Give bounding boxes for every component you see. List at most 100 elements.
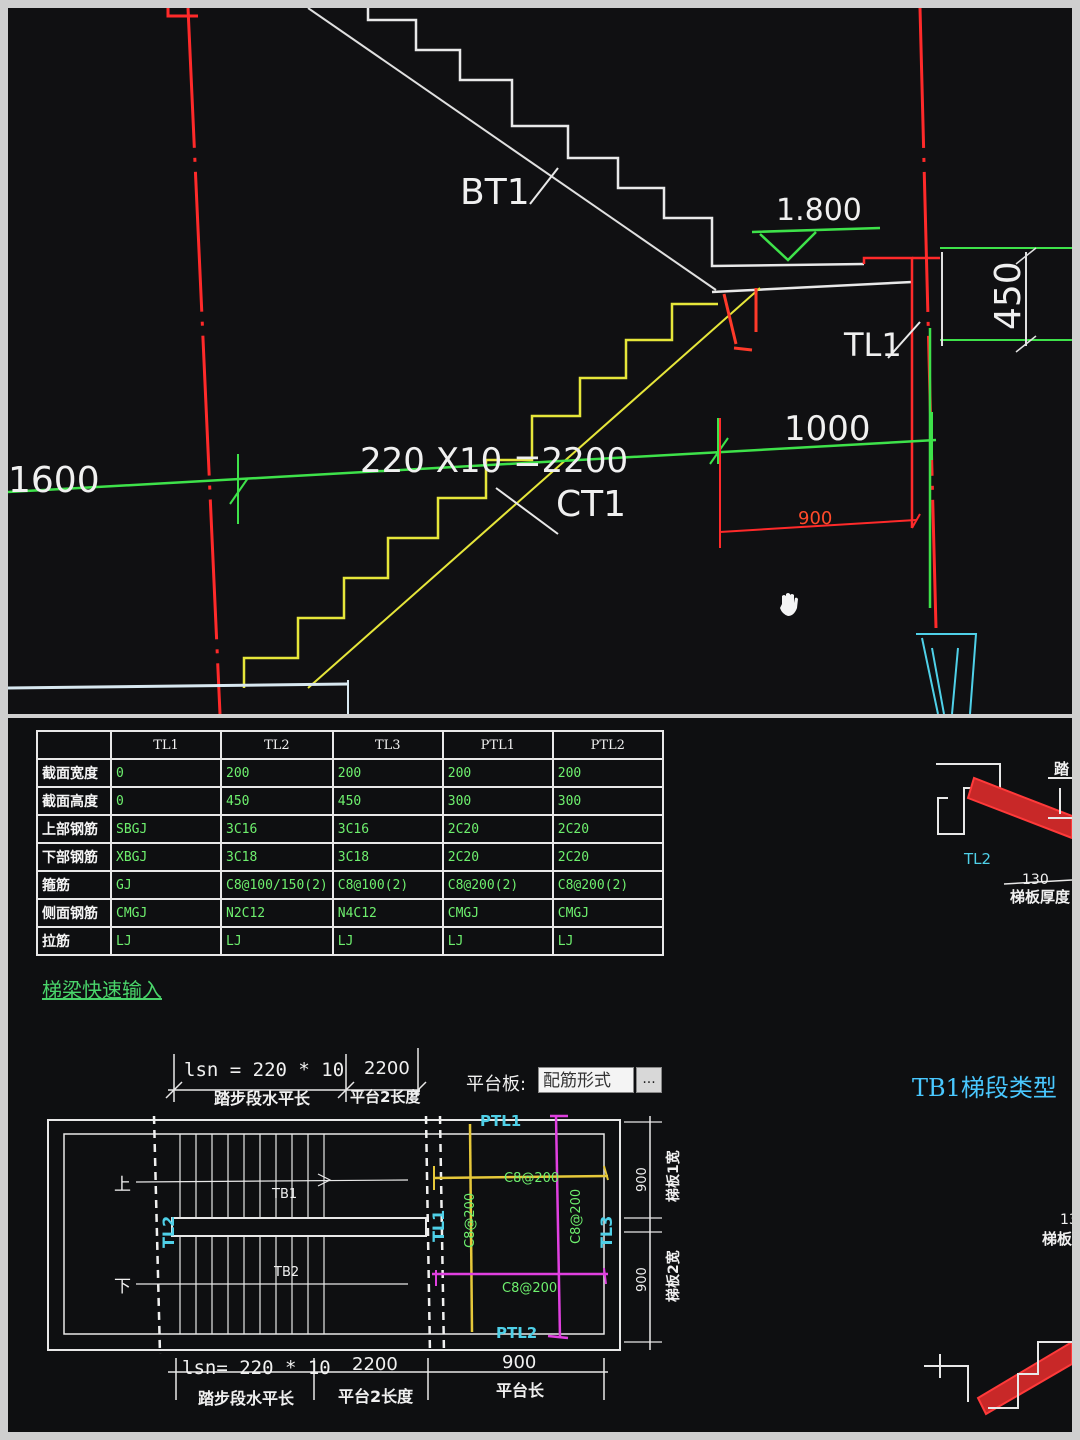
beam-parameter-table: TL1 TL2 TL3 PTL1 PTL2 截面宽度 0 200 200 200… bbox=[36, 730, 664, 956]
table-cell[interactable]: SBGJ bbox=[110, 814, 222, 844]
dim-left-label: 1600 bbox=[8, 460, 100, 501]
tb1-label: TB1 bbox=[271, 1187, 297, 1202]
table-cell[interactable]: CMGJ bbox=[551, 898, 664, 928]
table-cell[interactable]: 3C18 bbox=[220, 842, 334, 872]
stair-parameter-dialog[interactable]: TL1 TL2 TL3 PTL1 PTL2 截面宽度 0 200 200 200… bbox=[8, 718, 1072, 1432]
table-cell[interactable]: C8@200(2) bbox=[441, 870, 554, 900]
table-row: 截面高度 0 450 450 300 300 bbox=[36, 786, 664, 816]
side-board-label: 梯板 bbox=[1042, 1230, 1072, 1248]
lower-flight-soffit bbox=[307, 287, 761, 689]
side-13-label: 13 bbox=[1060, 1212, 1072, 1228]
platform-board-more-button[interactable]: ... bbox=[636, 1067, 662, 1093]
hand-cursor-icon bbox=[780, 593, 798, 616]
tl3-label: TL3 bbox=[597, 1216, 616, 1248]
table-cell[interactable]: 200 bbox=[441, 758, 554, 788]
table-cell[interactable]: 2C20 bbox=[441, 814, 554, 844]
dimension-line-main bbox=[8, 438, 937, 494]
stair-section-drawing[interactable]: BT1 CT1 TL1 1.800 450 1000 900 220 X10 =… bbox=[8, 8, 1072, 714]
bottom-lsn-caption: 踏步段水平长 bbox=[198, 1389, 295, 1408]
dim-900-width2: 900 bbox=[635, 1267, 650, 1292]
table-header-cell bbox=[36, 730, 112, 760]
table-cell[interactable]: 2C20 bbox=[551, 814, 664, 844]
bottom-platform2-length: 2200 bbox=[352, 1354, 398, 1375]
table-cell[interactable]: GJ bbox=[110, 870, 222, 900]
stair-outer-wall bbox=[47, 1119, 621, 1351]
axis-line-left bbox=[186, 8, 222, 714]
elevation-symbol bbox=[751, 226, 881, 262]
section-canvas: BT1 CT1 TL1 1.800 450 1000 900 220 X10 =… bbox=[8, 8, 1072, 714]
table-row: 侧面钢筋 CMGJ N2C12 N4C12 CMGJ CMGJ bbox=[36, 898, 664, 928]
table-row: 上部钢筋 SBGJ 3C16 3C16 2C20 2C20 bbox=[36, 814, 664, 844]
table-cell[interactable]: 2C20 bbox=[441, 842, 554, 872]
rebar-right-label: C8@200 bbox=[569, 1189, 584, 1244]
table-cell[interactable]: 2C20 bbox=[551, 842, 664, 872]
table-cell[interactable]: 0 bbox=[110, 758, 222, 788]
table-cell[interactable]: C8@100(2) bbox=[331, 870, 444, 900]
table-header-cell: PTL2 bbox=[551, 730, 664, 760]
platform-board-label: 平台板: bbox=[466, 1074, 527, 1095]
table-cell[interactable]: 200 bbox=[551, 758, 664, 788]
width1-caption: 梯板1宽 bbox=[665, 1150, 682, 1202]
upper-flight-steps bbox=[366, 8, 865, 268]
table-header-cell: TL2 bbox=[220, 730, 334, 760]
table-cell[interactable]: 450 bbox=[331, 786, 444, 816]
top-platform-caption: 平台2长度 bbox=[350, 1088, 421, 1106]
top-lsn-caption: 踏步段水平长 bbox=[214, 1089, 311, 1108]
table-cell[interactable]: 300 bbox=[441, 786, 554, 816]
table-cell[interactable]: LJ bbox=[220, 926, 334, 956]
table-cell[interactable]: LJ bbox=[110, 926, 222, 956]
row-label: 截面宽度 bbox=[36, 758, 112, 788]
table-cell[interactable]: C8@200(2) bbox=[551, 870, 664, 900]
up-label: 上 bbox=[114, 1175, 131, 1195]
top-lsn-text: lsn = 220 * 10 bbox=[184, 1059, 344, 1081]
row-label: 上部钢筋 bbox=[36, 814, 112, 844]
bt1-label: BT1 bbox=[460, 172, 530, 213]
table-row: 截面宽度 0 200 200 200 200 bbox=[36, 758, 664, 788]
dim-1000-label: 1000 bbox=[784, 409, 871, 449]
table-cell[interactable]: CMGJ bbox=[110, 898, 222, 928]
tl1-plan-label: TL1 bbox=[429, 1210, 448, 1242]
table-cell[interactable]: N4C12 bbox=[331, 898, 444, 928]
table-cell[interactable]: 3C16 bbox=[220, 814, 334, 844]
table-cell[interactable]: N2C12 bbox=[220, 898, 334, 928]
ptl1-label: PTL1 bbox=[480, 1112, 521, 1130]
table-cell[interactable]: 3C16 bbox=[331, 814, 444, 844]
bottom-platform-length: 900 bbox=[502, 1352, 536, 1373]
quick-input-link[interactable]: 梯梁快速输入 bbox=[42, 978, 162, 1002]
table-cell[interactable]: 450 bbox=[220, 786, 334, 816]
platform-board-field[interactable]: 配筋形式 bbox=[538, 1067, 634, 1093]
table-cell[interactable]: LJ bbox=[331, 926, 444, 956]
table-cell[interactable]: 0 bbox=[110, 786, 222, 816]
table-cell[interactable]: 3C18 bbox=[331, 842, 444, 872]
table-cell[interactable]: 200 bbox=[220, 758, 334, 788]
width2-caption: 梯板2宽 bbox=[665, 1250, 682, 1302]
table-cell[interactable]: C8@100/150(2) bbox=[220, 870, 334, 900]
dim-450-label: 450 bbox=[988, 261, 1029, 330]
table-cell[interactable]: 300 bbox=[551, 786, 664, 816]
tb2-label: TB2 bbox=[273, 1265, 299, 1280]
lower-flight-steps bbox=[242, 302, 718, 688]
side-top-label: 踏 bbox=[1054, 760, 1070, 778]
table-header-cell: PTL1 bbox=[441, 730, 554, 760]
axis-line-right bbox=[918, 8, 938, 629]
table-cell[interactable]: LJ bbox=[551, 926, 664, 956]
row-label: 侧面钢筋 bbox=[36, 898, 112, 928]
table-cell[interactable]: LJ bbox=[441, 926, 554, 956]
stair-treads bbox=[179, 1134, 325, 1334]
table-header-cell: TL3 bbox=[331, 730, 444, 760]
upper-flight-soffit bbox=[307, 8, 717, 291]
rebar-bottom-label: C8@200 bbox=[502, 1281, 557, 1296]
bottom-platform2-caption: 平台2长度 bbox=[338, 1387, 414, 1406]
table-header-cell: TL1 bbox=[110, 730, 222, 760]
side-thickness-label: 梯板厚度 bbox=[1010, 888, 1071, 906]
dim-900-width1: 900 bbox=[635, 1167, 650, 1192]
row-label: 拉筋 bbox=[36, 926, 112, 956]
elevation-label: 1.800 bbox=[776, 193, 862, 228]
side-130-label: 130 bbox=[1022, 872, 1049, 888]
table-cell[interactable]: CMGJ bbox=[441, 898, 554, 928]
table-row: 拉筋 LJ LJ LJ LJ LJ bbox=[36, 926, 664, 956]
tb1-type-title: TB1梯段类型 bbox=[912, 1074, 1057, 1102]
table-cell[interactable]: 200 bbox=[331, 758, 444, 788]
table-cell[interactable]: XBGJ bbox=[110, 842, 222, 872]
rebar-top-label: C8@200 bbox=[504, 1171, 559, 1186]
